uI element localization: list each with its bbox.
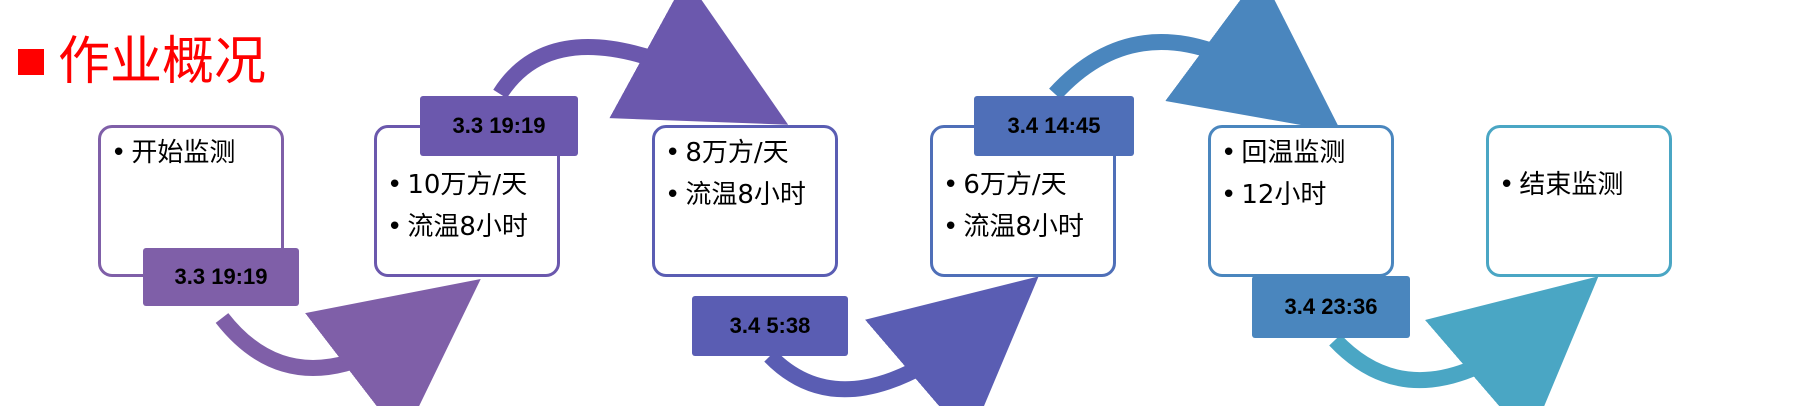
title-square-icon: [18, 49, 44, 75]
flow-arrow-5: [1329, 276, 1599, 406]
stage-4-bullet-1: 6万方/天: [943, 164, 1107, 206]
stage-5-tag: 3.4 23:36: [1252, 276, 1410, 338]
stage-3-bullet-2: 流温8小时: [665, 174, 829, 216]
flow-arrow-1: [215, 278, 481, 406]
flow-arrow-4: [1049, 0, 1342, 133]
stage-box-6: 结束监测: [1486, 125, 1672, 277]
stage-box-3: 8万方/天 流温8小时: [652, 125, 838, 277]
stage-1-tag: 3.3 19:19: [143, 248, 299, 306]
stage-3-tag: 3.4 5:38: [692, 296, 848, 356]
stage-3-bullet-1: 8万方/天: [665, 132, 829, 174]
stage-2-bullet-1: 10万方/天: [387, 164, 551, 206]
flow-arrow-3: [764, 276, 1039, 406]
stage-4-tag: 3.4 14:45: [974, 96, 1134, 156]
stage-1-bullet-1: 开始监测: [111, 132, 275, 174]
page-title: 作业概况: [58, 32, 267, 92]
stage-5-bullet-2: 12小时: [1221, 174, 1385, 216]
stage-2-bullet-2: 流温8小时: [387, 206, 551, 248]
stage-4-bullet-2: 流温8小时: [943, 206, 1107, 248]
stage-6-bullet-1: 结束监测: [1499, 164, 1663, 206]
stage-box-5: 回温监测 12小时: [1208, 125, 1394, 277]
flow-arrow-2: [493, 0, 789, 125]
stage-5-bullet-1: 回温监测: [1221, 132, 1385, 174]
section-title: 作业概况: [18, 30, 266, 94]
stage-2-tag: 3.3 19:19: [420, 96, 578, 156]
